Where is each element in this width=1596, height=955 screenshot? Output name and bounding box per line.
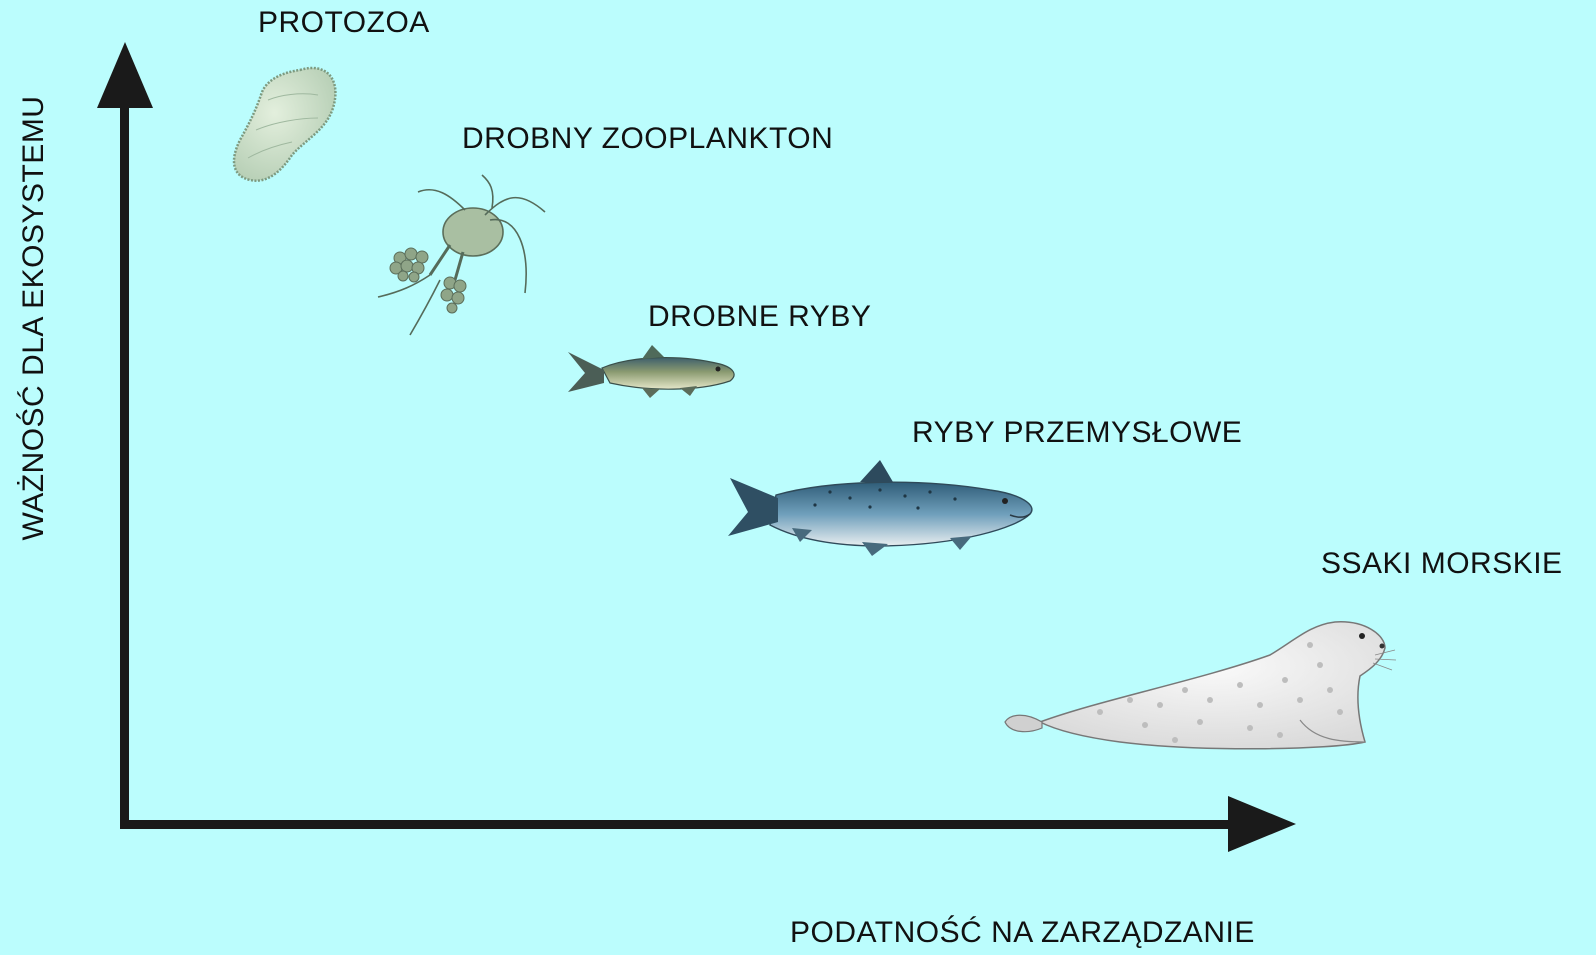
label-industrial-fish: RYBY PRZEMYSŁOWE [912,418,1242,448]
x-axis-label: PODATNOŚĆ NA ZARZĄDZANIE [790,918,1255,948]
salmon-icon [728,460,1032,556]
label-marine-mammals: SSAKI MORSKIE [1321,549,1563,579]
y-axis-label: WAŻNOŚĆ DLA EKOSYSTEMU [19,96,49,541]
protozoa-icon [234,68,335,181]
label-small-zooplankton: DROBNY ZOOPLANKTON [462,124,833,154]
y-axis [97,42,153,828]
x-axis [120,796,1296,852]
small-fish-icon [568,345,734,398]
seal-icon [1005,622,1396,749]
label-protozoa: PROTOZOA [258,8,430,38]
copepod-icon [378,175,545,335]
y-axis-arrowhead [97,42,153,108]
label-small-fish: DROBNE RYBY [648,302,871,332]
x-axis-arrowhead [1228,796,1296,852]
